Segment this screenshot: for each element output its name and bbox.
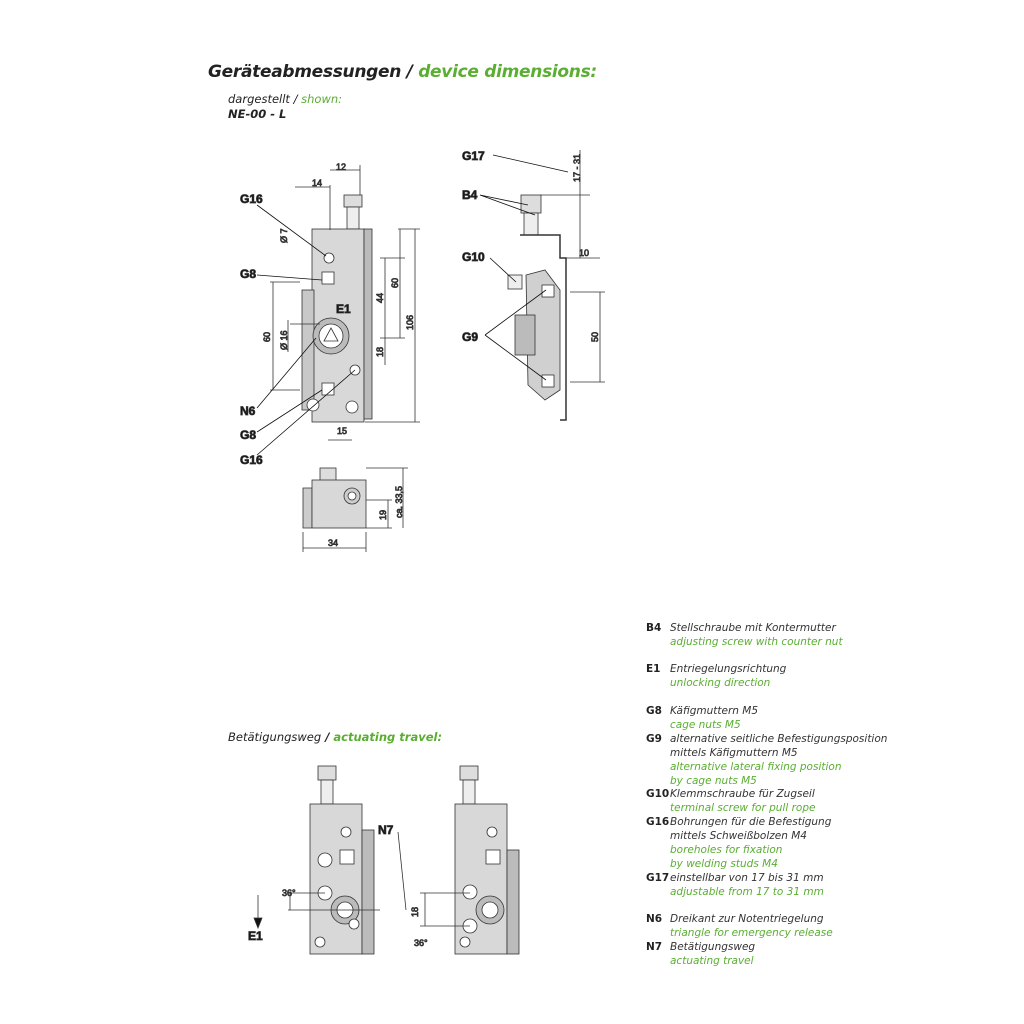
dim-18-travel: 18 — [410, 907, 420, 917]
angle-36-right: 36° — [414, 938, 428, 948]
legend-en: alternative lateral fixing position — [670, 761, 842, 773]
dim-d7: Ø 7 — [279, 228, 289, 243]
legend-de: Entriegelungsrichtung — [670, 663, 787, 675]
legend-en: adjusting screw with counter nut — [670, 636, 843, 648]
title-sep: / — [401, 62, 419, 82]
legend-en: terminal screw for pull rope — [670, 802, 816, 814]
legend-code: G17 — [646, 872, 670, 884]
callout-e1-travel: E1 — [248, 929, 263, 943]
dim-19: 19 — [378, 510, 388, 520]
dim-44: 44 — [375, 293, 385, 303]
legend-code: G9 — [646, 733, 662, 745]
legend-de: mittels Käfigmuttern M5 — [670, 747, 798, 759]
title-de: Geräteabmessungen — [208, 62, 402, 82]
callout-g17: G17 — [462, 149, 485, 163]
callout-n6: N6 — [240, 404, 256, 418]
legend-code: G10 — [646, 788, 670, 800]
callout-e1: E1 — [336, 302, 351, 316]
front-view-drawing — [256, 165, 420, 456]
legend-en: by welding studs M4 — [670, 858, 778, 870]
dim-60-left: 60 — [262, 332, 272, 342]
legend-code: G8 — [646, 705, 662, 717]
legend-en: unlocking direction — [670, 677, 771, 689]
dim-15: 15 — [337, 426, 347, 436]
travel-heading: Betätigungsweg / actuating travel: — [228, 730, 443, 744]
page-title: Geräteabmessungen / device dimensions: — [208, 62, 597, 82]
dim-14: 14 — [312, 178, 322, 188]
legend-en: adjustable from 17 to 31 mm — [670, 886, 824, 898]
legend-de: alternative seitliche Befestigungspositi… — [670, 733, 888, 745]
callout-n7: N7 — [378, 823, 394, 837]
legend-en: by cage nuts M5 — [670, 775, 757, 787]
callout-b4: B4 — [462, 188, 478, 202]
callout-g8: G8 — [240, 267, 256, 281]
legend-en: boreholes for fixation — [670, 844, 783, 856]
legend-code: N6 — [646, 913, 663, 925]
callout-g8-lower: G8 — [240, 428, 256, 442]
callout-g10: G10 — [462, 250, 485, 264]
travel-view-right — [397, 765, 520, 955]
model-name: NE-00 - L — [228, 107, 287, 121]
dim-d16: Ø 16 — [279, 330, 289, 350]
travel-en: actuating travel: — [333, 730, 443, 744]
legend-code: G16 — [646, 816, 670, 828]
legend-en: actuating travel — [670, 955, 754, 967]
legend-de: Klemmschraube für Zugseil — [670, 788, 815, 800]
legend-de: mittels Schweißbolzen M4 — [670, 830, 807, 842]
dim-106: 106 — [405, 315, 415, 330]
dim-18: 18 — [375, 347, 385, 357]
dim-12: 12 — [336, 162, 346, 172]
angle-36-left: 36° — [282, 888, 296, 898]
callout-g9: G9 — [462, 330, 478, 344]
dim-33-5: ca. 33,5 — [394, 486, 404, 518]
shown-block: dargestellt / shown:NE-00 - L — [228, 92, 343, 121]
dim-10: 10 — [579, 248, 589, 258]
legend-code: E1 — [646, 663, 661, 675]
dim-34: 34 — [328, 538, 338, 548]
legend-de: Dreikant zur Notentriegelung — [670, 913, 824, 925]
dim-60-right: 60 — [390, 278, 400, 288]
side-view-drawing — [479, 150, 605, 421]
callout-g16: G16 — [240, 192, 263, 206]
legend-de: Betätigungsweg — [670, 941, 756, 953]
legend-de: Bohrungen für die Befestigung — [670, 816, 832, 828]
bottom-view-drawing — [302, 467, 408, 552]
shown-en: shown: — [301, 92, 343, 106]
legend-en: cage nuts M5 — [670, 719, 741, 731]
title-en: device dimensions: — [418, 62, 597, 82]
legend-code: B4 — [646, 622, 662, 634]
legend-de: Stellschraube mit Kontermutter — [670, 622, 836, 634]
travel-view-left — [253, 765, 380, 955]
dim-17-31: 17 - 31 — [572, 154, 582, 182]
shown-de: dargestellt — [228, 92, 290, 106]
legend-code: N7 — [646, 941, 663, 953]
legend-en: triangle for emergency release — [670, 927, 833, 939]
dim-50: 50 — [590, 332, 600, 342]
legend-de: Käfigmuttern M5 — [670, 705, 759, 717]
legend-de: einstellbar von 17 bis 31 mm — [670, 872, 824, 884]
travel-de: Betätigungsweg — [228, 730, 322, 744]
callout-g16-lower: G16 — [240, 453, 263, 467]
